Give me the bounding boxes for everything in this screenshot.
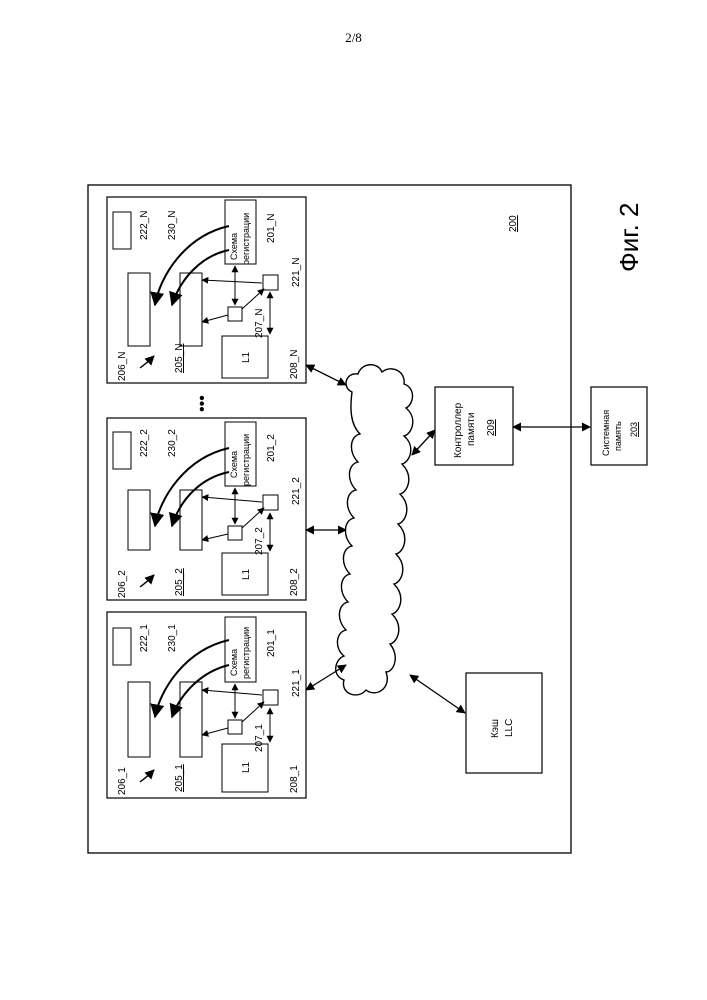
svg-text:регистрации: регистрации <box>241 627 251 679</box>
sysmem-line2: память <box>613 421 623 451</box>
svg-text:208_N: 208_N <box>289 350 300 379</box>
llc-line2: LLC <box>504 719 515 737</box>
memctrl-line2: памяти <box>466 413 477 446</box>
ctrl-box-1 <box>263 690 278 705</box>
interconnect-cloud <box>336 365 413 695</box>
sysmem-id: 203 <box>629 422 639 437</box>
reg-label-1: 201_1 <box>266 629 277 657</box>
core-block-2: 222_2 230_2 Схема регистрации 201_2 221_… <box>107 418 306 600</box>
svg-text:Схема: Схема <box>229 233 239 260</box>
ctrl-box-n <box>263 275 278 290</box>
svg-text:205_2: 205_2 <box>174 568 185 596</box>
figure-label: Фиг. 2 <box>614 202 644 272</box>
svg-text:208_2: 208_2 <box>289 568 300 596</box>
core-block-n: 222_N 230_N Схема регистрации 201_N 221_… <box>107 197 306 383</box>
svg-text:221_N: 221_N <box>291 258 302 287</box>
ctrl-box-2 <box>263 495 278 510</box>
arrow-label-2: 230_2 <box>167 429 178 457</box>
svg-text:206_1: 206_1 <box>117 767 128 795</box>
svg-text:регистрации: регистрации <box>241 213 251 265</box>
arrow-label-1: 230_1 <box>167 624 178 652</box>
mux-box-n <box>228 307 242 321</box>
arrow-label-n: 230_N <box>167 211 178 240</box>
svg-text:206_2: 206_2 <box>117 570 128 598</box>
svg-text:221_1: 221_1 <box>291 669 302 697</box>
svg-text:208_1: 208_1 <box>289 765 300 793</box>
svg-text:Схема: Схема <box>229 451 239 478</box>
reg-label-n: 201_N <box>266 214 277 243</box>
memctrl-line1: Контроллер <box>453 402 464 458</box>
small-box-label-n: 222_N <box>139 211 150 240</box>
svg-text:205_N: 205_N <box>174 344 185 373</box>
mux-box-2 <box>228 526 242 540</box>
svg-text:221_2: 221_2 <box>291 477 302 505</box>
svg-text:регистрации: регистрации <box>241 434 251 486</box>
svg-text:207_2: 207_2 <box>254 527 265 555</box>
svg-text:L1: L1 <box>241 761 252 773</box>
svg-text:206_N: 206_N <box>117 352 128 381</box>
ellipsis: ••• <box>194 395 211 412</box>
core-block-1: 222_1 230_1 Схема регистрации 201_1 221_… <box>107 612 306 798</box>
system-label: 200 <box>508 215 519 232</box>
sysmem-line1: Системная <box>601 410 611 456</box>
mux-box-1 <box>228 720 242 734</box>
svg-text:207_N: 207_N <box>254 309 265 338</box>
memctrl-id: 209 <box>486 419 497 436</box>
svg-text:Схема: Схема <box>229 649 239 676</box>
svg-text:207_1: 207_1 <box>254 724 265 752</box>
svg-text:205_1: 205_1 <box>174 764 185 792</box>
svg-text:L1: L1 <box>241 351 252 363</box>
llc-line1: Кэш <box>490 719 501 738</box>
small-box-label-1: 222_1 <box>139 624 150 652</box>
small-box-label-2: 222_2 <box>139 429 150 457</box>
svg-text:L1: L1 <box>241 568 252 580</box>
reg-label-2: 201_2 <box>266 434 277 462</box>
